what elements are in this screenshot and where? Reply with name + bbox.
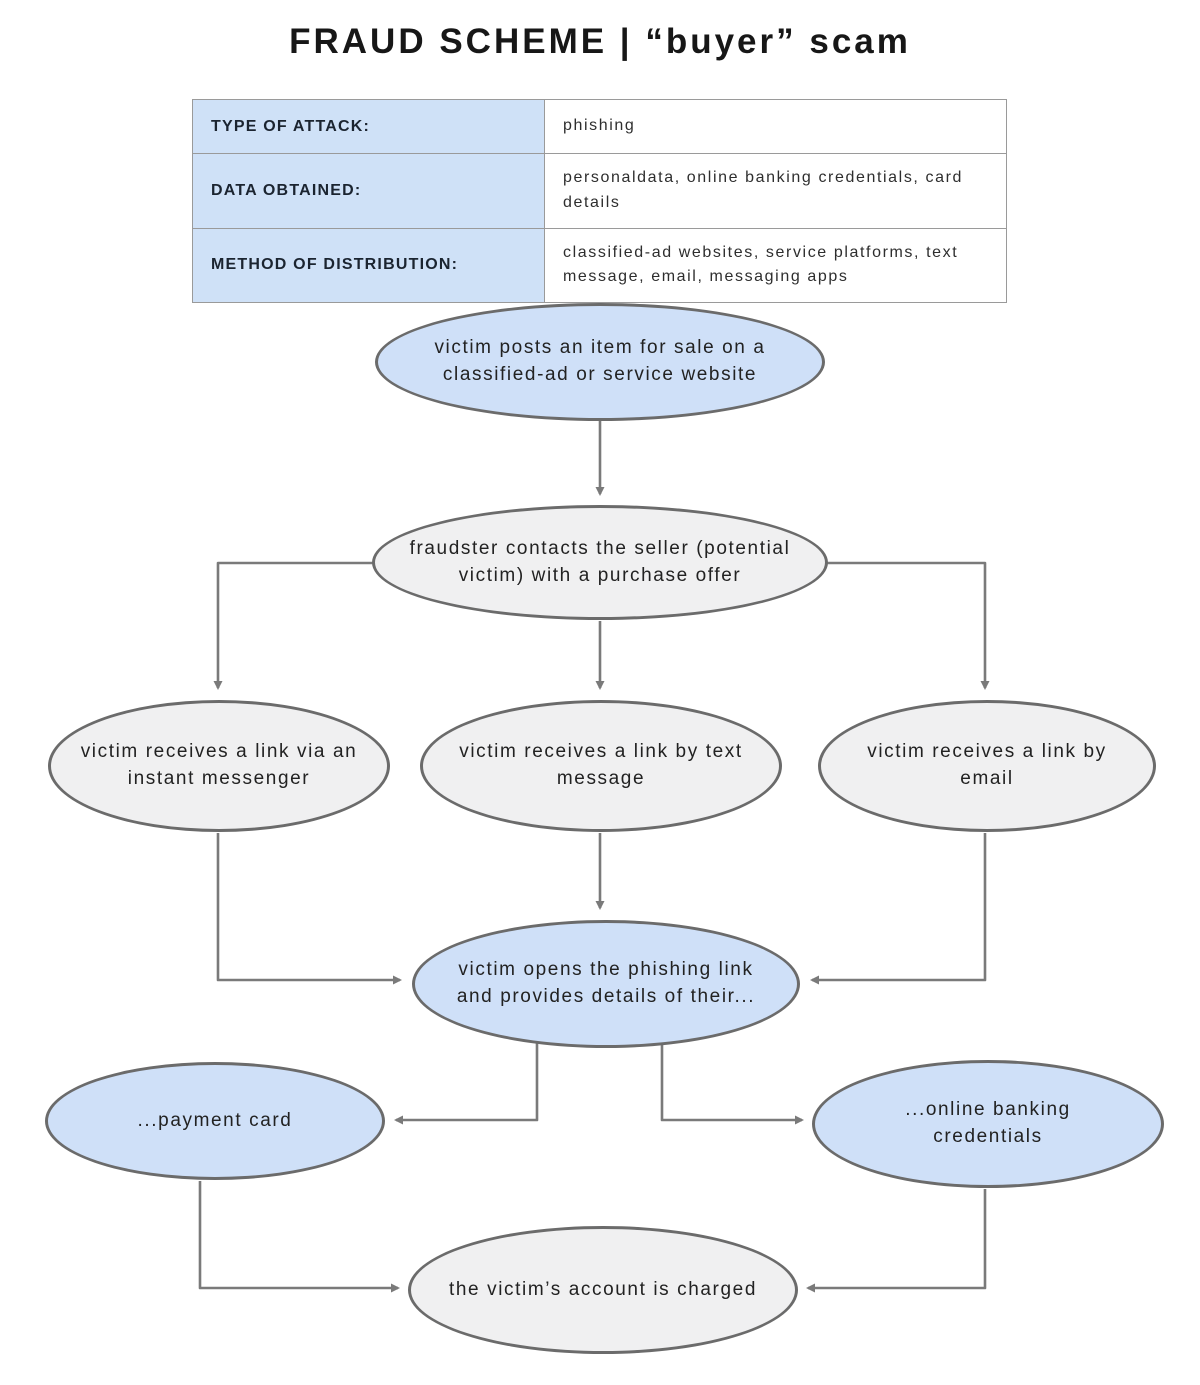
node-label: ...payment card [137,1109,293,1131]
arrow-contact-email [826,561,990,690]
arrow-opens-card [394,1038,539,1125]
table-row-label: METHOD OF DISTRIBUTION: [192,227,545,304]
flowchart: victim posts an item for sale on a class… [0,290,1200,1385]
table-row-label: DATA OBTAINED: [192,153,545,229]
arrow-banking-charged [806,1189,987,1293]
node-label: victim receives a link via an instant me… [80,741,358,789]
node-label: ...online banking credentials [905,1099,1071,1147]
node-fraudster-contacts-seller: fraudster contacts the seller (potential… [372,505,828,620]
node-label: victim receives a link by text message [459,741,743,789]
node-label: victim receives a link by email [867,741,1107,789]
node-link-by-email: victim receives a link by email [818,700,1156,832]
attack-info-table: TYPE OF ATTACK: phishing DATA OBTAINED: … [192,99,1007,304]
arrow-opens-banking [660,1040,804,1125]
table-row-value: personaldata, online banking credentials… [544,153,1007,229]
table-row-value: phishing [544,99,1007,154]
arrow-card-charged [198,1181,400,1293]
node-account-charged: the victim’s account is charged [408,1226,798,1354]
table-row-label: TYPE OF ATTACK: [192,99,545,154]
node-label: fraudster contacts the seller (potential… [409,537,791,586]
table-row-value: classified-ad websites, service platform… [544,227,1007,304]
arrow-contact-im [213,561,374,690]
arrow-email-opens [810,833,987,985]
page-title: FRAUD SCHEME | “buyer” scam [289,22,911,61]
node-payment-card: ...payment card [45,1062,385,1180]
node-victim-posts-item: victim posts an item for sale on a class… [375,303,825,421]
node-online-banking-credentials: ...online banking credentials [812,1060,1164,1188]
flowchart-connectors [198,421,990,1293]
table-row: TYPE OF ATTACK: phishing [192,99,1007,154]
node-victim-opens-phishing-link: victim opens the phishing link and provi… [412,920,800,1048]
node-link-via-instant-messenger: victim receives a link via an instant me… [48,700,390,832]
table-row: DATA OBTAINED: personaldata, online bank… [192,153,1007,229]
node-label: victim opens the phishing link and provi… [456,959,756,1007]
node-link-by-text-message: victim receives a link by text message [420,700,782,832]
node-label: victim posts an item for sale on a class… [434,337,766,385]
arrow-im-opens [216,833,402,985]
node-label: the victim’s account is charged [449,1278,757,1300]
table-row: METHOD OF DISTRIBUTION: classified-ad we… [192,227,1007,304]
